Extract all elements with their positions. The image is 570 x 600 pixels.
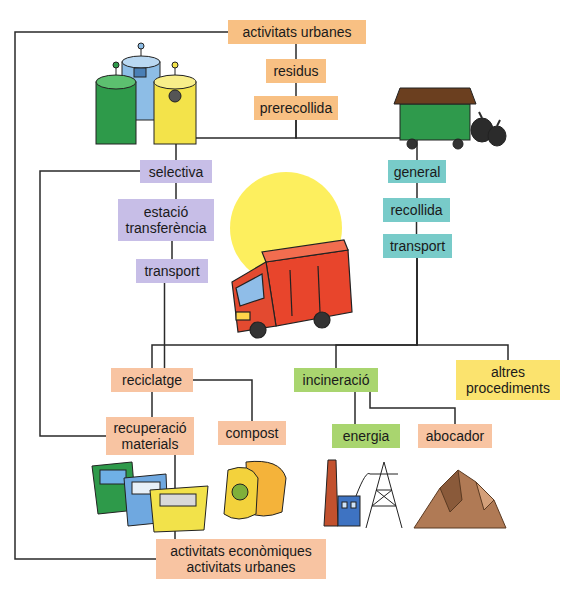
process-box: transport: [136, 259, 208, 283]
process-box: incineració: [294, 368, 378, 392]
node-label: incineració: [303, 372, 370, 388]
process-box: recollida: [383, 198, 450, 222]
node-label: estació transferència: [121, 204, 211, 236]
node-label: transport: [390, 238, 445, 254]
connector-line: [416, 222, 418, 234]
node-label: activitats urbanes: [243, 24, 352, 40]
process-box: recuperació materials: [106, 417, 194, 455]
node-label: compost: [226, 425, 279, 441]
node-label: residus: [273, 63, 318, 79]
node-label: selectiva: [149, 164, 203, 180]
connector-line: [295, 83, 297, 96]
connector-line: [416, 183, 418, 198]
node-label: recollida: [390, 202, 442, 218]
recycling-bins: [96, 43, 196, 144]
process-box: residus: [266, 59, 326, 83]
connector-line: [370, 392, 455, 424]
connector-line: [295, 44, 297, 59]
waste-container: [394, 88, 506, 149]
process-box: activitats urbanes: [228, 20, 366, 44]
process-box: prerecollida: [254, 96, 338, 120]
node-label: prerecollida: [260, 100, 332, 116]
node-label: activitats econòmiques activitats urbane…: [159, 543, 323, 575]
node-label: energia: [343, 428, 390, 444]
process-box: reciclatge: [111, 368, 193, 392]
connector-line: [175, 183, 177, 199]
node-label: reciclatge: [122, 372, 182, 388]
power-plant: [324, 460, 402, 528]
process-box: altres procediments: [456, 360, 560, 400]
compost-bags: [224, 461, 286, 519]
process-box: activitats econòmiques activitats urbane…: [156, 539, 326, 579]
connector-line: [193, 380, 252, 421]
connector-line: [354, 392, 356, 424]
process-box: estació transferència: [118, 199, 214, 241]
landfill-mound: [414, 470, 506, 528]
connector-line: [296, 120, 417, 160]
process-box: energia: [332, 424, 400, 448]
node-label: altres procediments: [459, 364, 557, 396]
process-box: transport: [383, 234, 452, 258]
connector-line: [164, 283, 166, 368]
process-box: general: [388, 160, 446, 183]
connector-line: [15, 32, 228, 559]
connector-line: [417, 258, 508, 360]
node-label: abocador: [426, 428, 484, 444]
garbage-truck: [232, 240, 352, 338]
process-box: compost: [218, 421, 286, 445]
process-box: abocador: [418, 424, 492, 448]
sorted-containers: [92, 462, 208, 532]
node-label: recuperació materials: [109, 420, 191, 452]
node-label: transport: [144, 263, 199, 279]
connector-line: [171, 241, 173, 259]
connector-line: [151, 392, 153, 417]
process-box: selectiva: [140, 160, 212, 183]
node-label: general: [394, 164, 441, 180]
